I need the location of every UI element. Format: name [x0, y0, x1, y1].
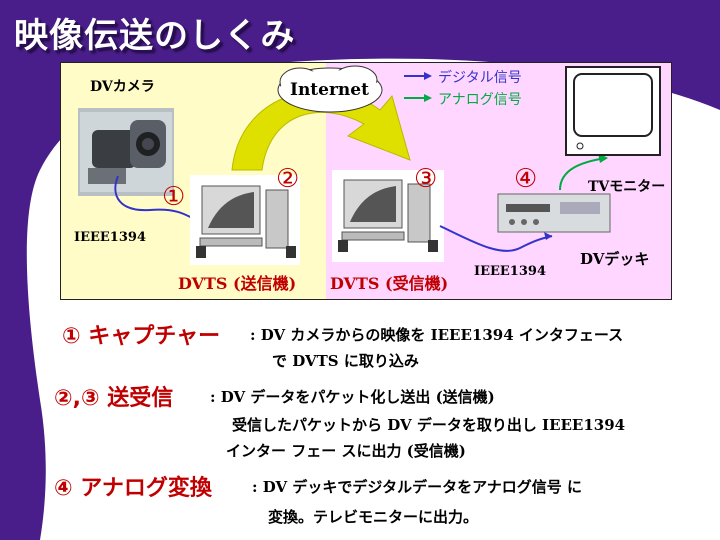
internet-cloud-icon [277, 65, 383, 113]
analog-text-line: 変換。テレビモニターに出力。 [268, 508, 479, 526]
tv-monitor-label: TVモニター [588, 179, 666, 195]
sender-pc-icon [190, 175, 300, 265]
analog-text-line: : DV デッキでデジタルデータをアナログ信号 に [252, 478, 582, 496]
legend-analog-label: アナログ信号 [438, 92, 522, 108]
transmit-heading: ②,③ 送受信 [54, 386, 174, 411]
dvts-receiver-label: DVTS (受信機) [330, 274, 449, 293]
internet-label: Internet [290, 80, 369, 100]
capture-text-line: : DV カメラからの映像を IEEE1394 インタフェース [250, 326, 624, 344]
ieee1394-cable-right [439, 225, 553, 252]
dvts-sender-label: DVTS (送信機) [178, 274, 297, 293]
tv-monitor-icon [565, 66, 661, 156]
ieee1394-right-label: IEEE1394 [474, 264, 546, 279]
step-1-marker: ① [162, 182, 186, 212]
receiver-pc-icon [332, 170, 444, 262]
capture-heading: ① キャプチャー [62, 324, 221, 349]
dv-deck-icon [497, 193, 611, 233]
transmit-text-line: : DV データをパケット化し送出 (送信機) [210, 388, 495, 406]
analog-heading: ④ アナログ変換 [54, 476, 212, 501]
transmit-text-line: インター フェー スに出力 (受信機) [226, 442, 466, 460]
step-3-marker: ③ [414, 164, 438, 194]
dv-camera-icon [78, 108, 174, 196]
capture-text-line: で DVTS に取り込み [272, 352, 419, 370]
page-title: 映像伝送のしくみ [14, 16, 296, 56]
step-2-marker: ② [276, 164, 300, 194]
analog-signal-arrow [559, 157, 607, 191]
transmit-arrow [231, 90, 411, 171]
camera-label: DVカメラ [90, 79, 155, 95]
dv-deck-label: DVデッキ [580, 250, 650, 268]
transmit-text-line: 受信したパケットから DV データを取り出し IEEE1394 [232, 416, 626, 434]
legend-digital-label: デジタル信号 [438, 70, 522, 86]
step-4-marker: ④ [514, 164, 538, 194]
ieee1394-left-label: IEEE1394 [74, 230, 146, 245]
ieee1394-cable-left [114, 175, 197, 221]
